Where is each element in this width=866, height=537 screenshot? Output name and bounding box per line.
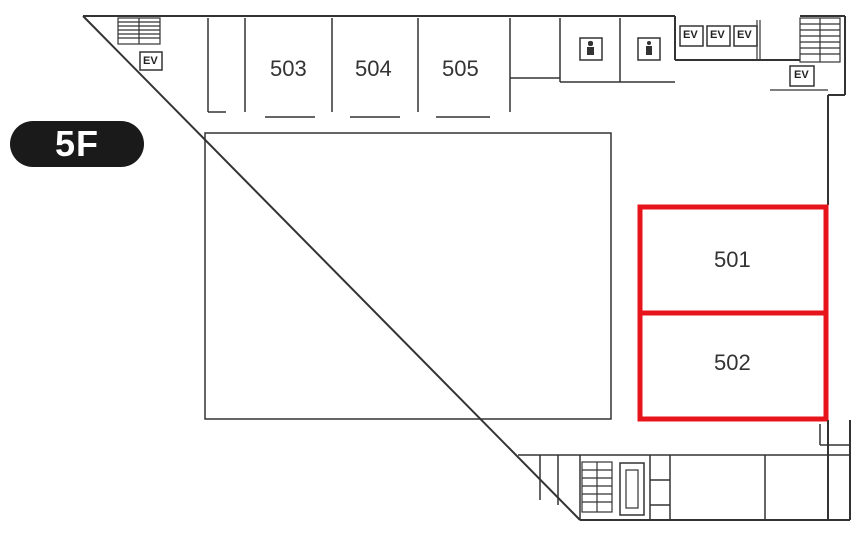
room-501-label[interactable]: 501 xyxy=(714,247,751,272)
room-505-label[interactable]: 505 xyxy=(442,56,479,81)
elevator-box-2 xyxy=(679,25,704,47)
courtyard xyxy=(204,132,612,420)
ev-label-3: EV xyxy=(710,29,725,41)
elevator-icon xyxy=(619,462,645,516)
room-502-box xyxy=(637,310,829,422)
floor-badge: 5F xyxy=(10,121,144,167)
room-504-label[interactable]: 504 xyxy=(355,56,392,81)
floor-label: 5F xyxy=(54,123,99,164)
stair-bottom xyxy=(581,461,613,513)
elevator-box-3 xyxy=(706,25,731,47)
ev-label-1: EV xyxy=(143,55,158,67)
ev-label-5: EV xyxy=(794,69,809,81)
ev-label-4: EV xyxy=(737,29,752,41)
ev-label-2: EV xyxy=(683,29,698,41)
room-502-label[interactable]: 502 xyxy=(714,350,751,375)
elevator-box-5 xyxy=(789,65,815,87)
elevator-box-1 xyxy=(139,51,163,71)
restroom-icon xyxy=(579,37,661,61)
stair-top-left xyxy=(117,17,161,45)
stair-top-right xyxy=(770,17,841,91)
diagonal-wall xyxy=(82,15,581,521)
room-503-label[interactable]: 503 xyxy=(270,56,307,81)
